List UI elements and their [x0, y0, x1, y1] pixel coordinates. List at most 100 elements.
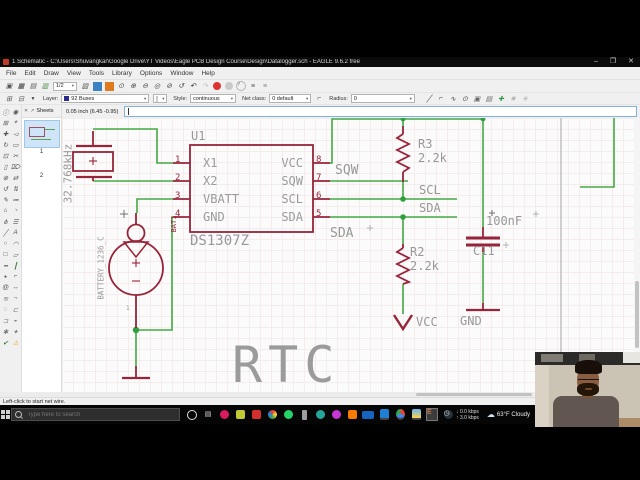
misc-a-icon[interactable]: ✳	[509, 95, 516, 103]
net-icon[interactable]: ┃	[13, 262, 18, 270]
maximize-button[interactable]: ❐	[609, 58, 617, 65]
eagle-app-icon[interactable]: E	[426, 408, 439, 421]
c11-refdes[interactable]: C11	[473, 244, 495, 258]
sheet-note-text[interactable]: RTC	[232, 336, 341, 392]
copy-icon[interactable]: ⊡	[2, 152, 9, 160]
cam-processor-icon[interactable]: ▧	[81, 83, 89, 90]
ic-refdes[interactable]: U1	[191, 129, 206, 143]
misc-b-icon[interactable]: ✳	[521, 95, 528, 103]
zoom-out-icon[interactable]: ⊖	[142, 83, 148, 90]
dimension-icon[interactable]: ↔	[12, 284, 19, 291]
horizontal-scrollbar-thumb[interactable]	[416, 393, 532, 396]
invoke-icon[interactable]: ☰	[12, 218, 19, 226]
text-icon[interactable]: A	[13, 229, 18, 236]
save-icon[interactable]: ▦	[17, 83, 25, 90]
cortana-circle-icon[interactable]	[186, 409, 198, 421]
battery-value[interactable]: BATTERY_1236_C	[96, 236, 106, 300]
smash-icon[interactable]: ⌂	[3, 207, 8, 214]
photos-circle-app-icon[interactable]	[266, 409, 278, 421]
go-icon[interactable]	[224, 81, 234, 91]
netclass-dropdown[interactable]: 0 default ▾	[269, 94, 312, 103]
rect-icon[interactable]: □	[3, 251, 8, 258]
misc-tool-icon-8[interactable]: ✦	[12, 328, 19, 336]
green-check-app-icon[interactable]	[234, 409, 246, 421]
whatsapp-icon[interactable]	[282, 409, 294, 421]
errors-warning-icon[interactable]: ⚠	[12, 339, 19, 347]
wire-icon[interactable]: ╱	[3, 229, 8, 237]
redo-icon[interactable]: ↷	[202, 83, 208, 90]
net-label-sda[interactable]: SDA	[419, 201, 441, 215]
close-button[interactable]: ✕	[628, 58, 634, 65]
menu-item[interactable]: Window	[170, 69, 194, 77]
menu-item[interactable]: Library	[112, 69, 132, 77]
cut-icon[interactable]: ✂	[12, 152, 19, 160]
zoom-in-icon[interactable]: ⊕	[130, 83, 136, 90]
add-green-icon[interactable]: ✚	[497, 95, 504, 103]
menu-item[interactable]: Options	[139, 69, 163, 77]
sheet-number-1[interactable]: 1	[39, 149, 44, 155]
phone-app-icon[interactable]	[298, 409, 310, 421]
task-view-icon[interactable]: ▤	[204, 411, 212, 418]
move-icon[interactable]: ✚	[2, 130, 9, 138]
net-label-scl[interactable]: SCL	[419, 183, 441, 197]
teal-circle-app-icon[interactable]	[314, 409, 326, 421]
help-icon[interactable]: ?	[236, 81, 246, 91]
horizontal-scrollbar[interactable]	[0, 392, 640, 397]
blue-wide-app-icon[interactable]	[362, 409, 375, 421]
red-square-app-icon[interactable]	[250, 409, 262, 421]
sheet-thumbnail-1[interactable]	[23, 120, 60, 148]
file-explorer-icon[interactable]	[410, 409, 422, 421]
supply-label-vcc[interactable]: VCC	[416, 315, 438, 329]
panel-a-icon[interactable]: ▣	[473, 95, 481, 103]
chrome-icon[interactable]	[394, 409, 406, 421]
color-mini-dropdown[interactable]: ▾	[153, 94, 168, 103]
layer-dropdown[interactable]: 92 Buses ▾	[61, 94, 150, 103]
start-button[interactable]	[0, 405, 11, 424]
pink-circle-app-icon[interactable]	[218, 409, 230, 421]
zoom-select-icon[interactable]: ⊘	[166, 83, 172, 90]
misc-tool-icon-6[interactable]: ◒	[13, 317, 18, 324]
menu-item[interactable]: Help	[201, 69, 215, 77]
float-icon[interactable]: ↗	[30, 108, 35, 114]
weather-widget[interactable]: ☁ 63°F Cloudy	[487, 410, 530, 419]
r3-refdes[interactable]: R3	[418, 137, 433, 151]
eye-icon[interactable]: ◉	[12, 108, 19, 116]
menu-item[interactable]: Tools	[88, 69, 105, 77]
crystal-value[interactable]: 32.768kHz	[62, 143, 75, 204]
arc-icon[interactable]: ◠	[12, 240, 19, 248]
vertical-scrollbar[interactable]	[634, 118, 640, 392]
menu-item[interactable]: Draw	[43, 69, 59, 77]
taskbar-search[interactable]	[11, 408, 181, 421]
wire-bend-icon[interactable]: ⌐	[317, 95, 322, 102]
magenta-circle-app-icon[interactable]	[330, 409, 342, 421]
command-input[interactable]	[124, 106, 637, 117]
delete-icon[interactable]: ⌦	[10, 163, 21, 171]
split-icon[interactable]: ⋔	[2, 218, 9, 226]
grid-icon[interactable]: ⊞	[6, 95, 12, 103]
net-label-sda-2[interactable]: SDA	[330, 226, 354, 241]
info-icon[interactable]: ⓘ	[2, 109, 9, 117]
paste-icon[interactable]: ▯	[3, 163, 8, 171]
clock-app-icon[interactable]: ◷	[442, 409, 454, 421]
c11-value[interactable]: 100nF	[486, 214, 523, 228]
run-ulp-icon[interactable]: ≡	[262, 82, 268, 90]
miter-icon[interactable]: ◝	[14, 207, 17, 215]
zoom-prev-icon[interactable]: ↺	[178, 83, 184, 90]
battery-refdes[interactable]: BAT1	[170, 215, 178, 233]
r3-value[interactable]: 2.2k	[418, 151, 447, 165]
menu-item[interactable]: View	[66, 69, 81, 77]
style-dropdown[interactable]: continuous ▾	[190, 94, 237, 103]
menu-item[interactable]: File	[6, 69, 17, 77]
misc-tool-icon-1[interactable]: ≋	[2, 295, 9, 303]
wire-bend-corner-icon[interactable]: ⌐	[438, 95, 443, 102]
add-part-icon[interactable]: ⊕	[2, 174, 9, 182]
gateswap-icon[interactable]: ⇅	[12, 185, 19, 193]
name-icon[interactable]: ✎	[2, 196, 9, 204]
rotate-icon[interactable]: ↻	[2, 141, 9, 149]
label-icon[interactable]: ⌐	[13, 273, 18, 280]
junction-icon[interactable]: ●	[3, 273, 8, 280]
circle-icon[interactable]: ○	[3, 240, 8, 247]
sheet-number-2[interactable]: 2	[39, 173, 44, 179]
sheet-thumb-icon[interactable]: ▥	[41, 83, 49, 90]
misc-tool-icon-7[interactable]: ✱	[2, 328, 9, 336]
